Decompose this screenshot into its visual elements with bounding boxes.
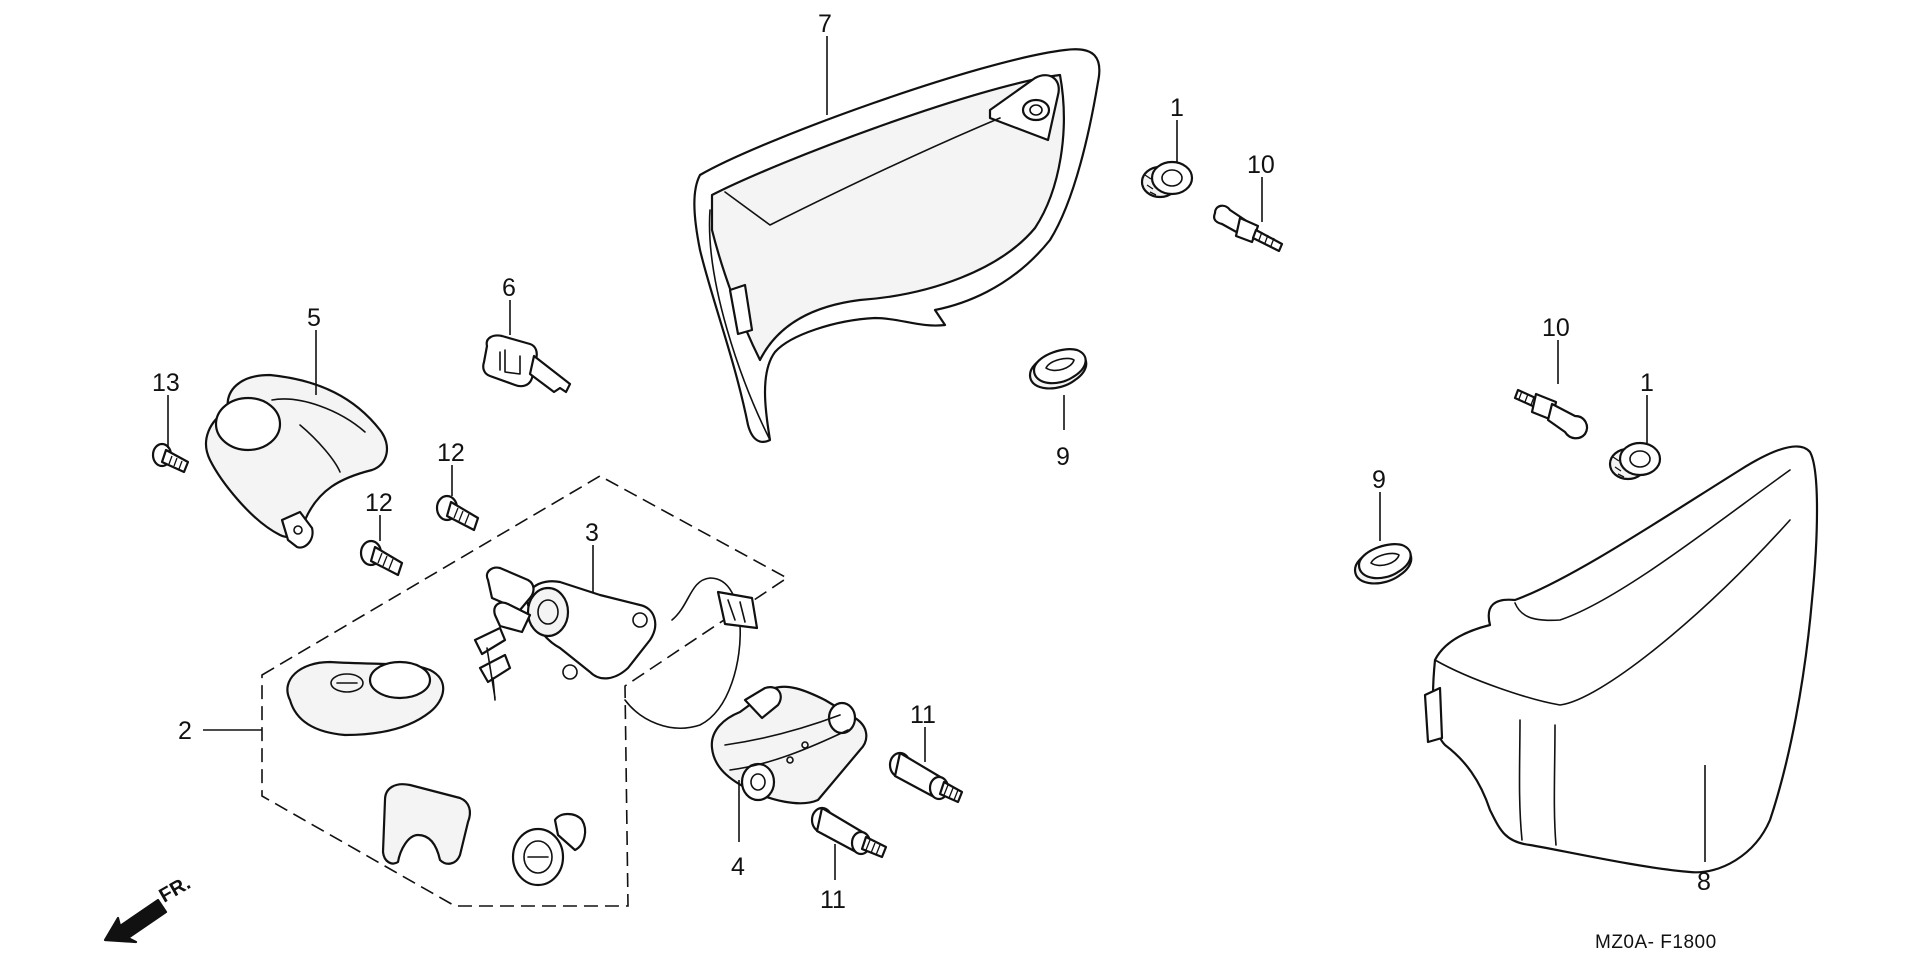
callout-13: 13 [152, 369, 180, 397]
lock-cap [286, 660, 445, 737]
screw-13 [151, 442, 190, 474]
screw-12-b [359, 539, 404, 577]
rubber-grommet-9-lower [1353, 543, 1413, 585]
callout-9-upper: 9 [1056, 443, 1070, 471]
lock-clip [381, 783, 471, 865]
screw-12-a [435, 494, 480, 532]
rubber-grommet-9-upper [1028, 348, 1088, 390]
callout-2: 2 [178, 717, 192, 745]
bolt-10-upper [1213, 204, 1284, 253]
grommet-1-upper [1140, 160, 1194, 199]
callout-11-lower: 11 [820, 886, 846, 914]
callout-7: 7 [818, 10, 832, 38]
callout-10-upper: 10 [1247, 151, 1275, 179]
collar-bolt-11-lower [810, 806, 888, 859]
leader-lines [167, 36, 1706, 880]
callout-12-upper: 12 [437, 439, 465, 467]
callout-5: 5 [307, 304, 321, 332]
collar-bolt-11-upper [888, 751, 964, 804]
helmet-holder-cover-5 [205, 373, 389, 549]
key-6 [482, 334, 572, 394]
callout-8: 8 [1697, 868, 1711, 896]
seat-lock-4 [710, 685, 868, 805]
callout-11-upper: 11 [910, 701, 936, 729]
callout-9-lower: 9 [1372, 466, 1386, 494]
callout-3: 3 [585, 519, 599, 547]
callout-1-upper: 1 [1170, 94, 1184, 122]
front-direction-arrow: FR. [103, 872, 195, 944]
direction-label: FR. [156, 872, 195, 907]
callout-numbers: 7 1 10 6 5 13 12 12 3 9 10 1 9 2 11 4 11… [152, 10, 1711, 914]
grommet-1-lower [1608, 441, 1662, 481]
bolt-10-lower [1513, 388, 1589, 440]
callout-12-lower: 12 [365, 489, 393, 517]
callout-6: 6 [502, 274, 516, 302]
lock-cylinder [511, 812, 587, 887]
callout-4: 4 [731, 853, 745, 881]
side-cover-frame-7 [693, 48, 1101, 443]
figure-code: MZ0A- F1800 [1595, 932, 1717, 953]
callout-1-lower: 1 [1640, 369, 1654, 397]
callout-10-lower: 10 [1542, 314, 1570, 342]
ignition-switch-3 [473, 566, 759, 729]
side-cover-8 [1423, 445, 1819, 874]
lock-set-outline-2 [261, 475, 789, 907]
